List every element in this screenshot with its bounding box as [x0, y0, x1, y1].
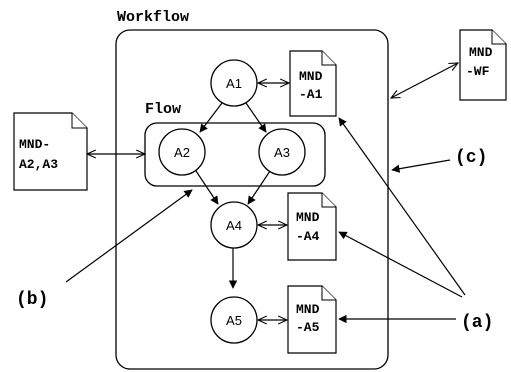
svg-text:A2: A2 — [174, 145, 190, 160]
svg-text:MND: MND — [299, 69, 323, 84]
workflow-title: Workflow — [117, 9, 189, 26]
doc-mnd-a4: MND -A4 — [287, 192, 337, 261]
annotation-arrow-b — [65, 189, 193, 283]
svg-text:A5: A5 — [226, 313, 242, 328]
flow-title: Flow — [145, 101, 181, 118]
svg-text:-A1: -A1 — [299, 87, 323, 102]
annotation-label-b: (b) — [16, 290, 48, 310]
svg-text:A2,A3: A2,A3 — [19, 157, 58, 172]
svg-text:MND-: MND- — [19, 137, 50, 152]
annotation-arrow-c — [391, 159, 451, 173]
edge-a1-a3 — [245, 102, 267, 133]
svg-text:A1: A1 — [226, 76, 242, 91]
edge-a1-a2 — [199, 102, 223, 133]
svg-text:MND: MND — [296, 302, 320, 317]
svg-text:A4: A4 — [226, 218, 242, 233]
edge-a2-a4 — [195, 170, 219, 205]
annotation-label-a: (a) — [461, 313, 493, 333]
link-workflow-doc — [391, 63, 458, 98]
activity-a1: A1 — [210, 59, 258, 107]
doc-mnd-a2a3: MND- A2,A3 — [13, 112, 88, 191]
doc-mnd-wf: MND -WF — [459, 29, 507, 101]
svg-text:-A5: -A5 — [296, 320, 320, 335]
activity-a4: A4 — [210, 201, 258, 249]
doc-mnd-a5: MND -A5 — [287, 285, 337, 354]
annotation-arrow-a-to-mnd-a1 — [338, 117, 466, 296]
annotation-arrow-a-to-mnd-a4 — [338, 231, 463, 298]
svg-text:-WF: -WF — [466, 64, 490, 79]
activity-a5: A5 — [210, 296, 258, 344]
svg-text:MND: MND — [469, 45, 493, 60]
activity-a3: A3 — [258, 128, 306, 176]
svg-text:-A4: -A4 — [296, 229, 320, 244]
doc-mnd-a1: MND -A1 — [289, 50, 337, 117]
annotation-label-c: (c) — [455, 148, 487, 168]
svg-text:MND: MND — [296, 210, 320, 225]
svg-text:A3: A3 — [274, 145, 290, 160]
edge-a3-a4 — [247, 170, 271, 205]
activity-a2: A2 — [158, 128, 206, 176]
